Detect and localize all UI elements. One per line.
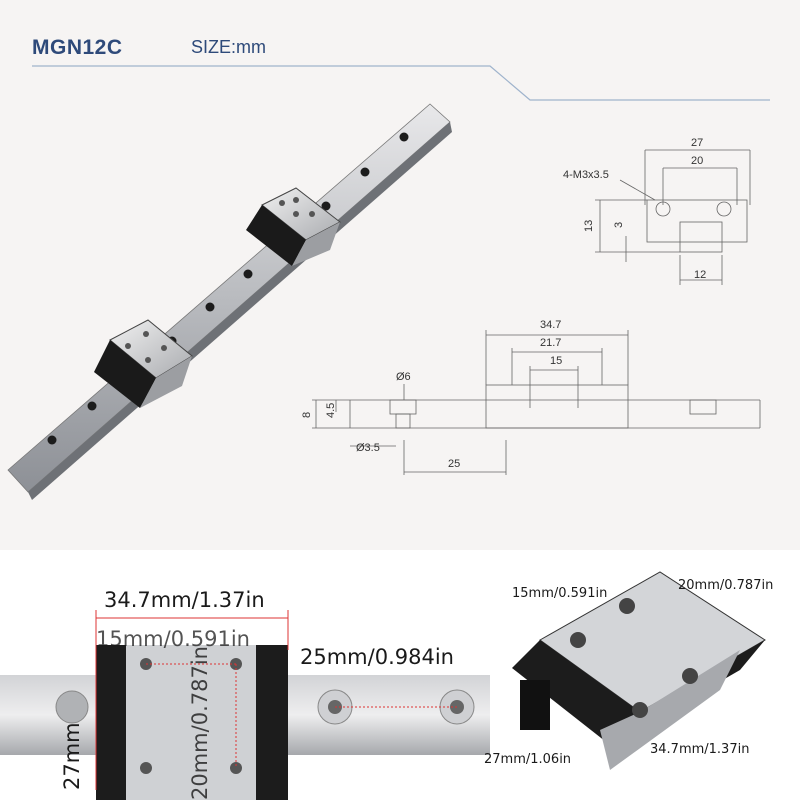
side-hole-label: 4-M3x3.5	[563, 169, 609, 181]
lower-carriage	[94, 319, 193, 408]
technical-drawing-panel	[0, 0, 800, 550]
iso-height-label: 27mm/1.06in	[484, 752, 572, 767]
photo-width-label: 20mm/0.787in	[188, 646, 212, 800]
iso-width-label: 20mm/0.787in	[678, 578, 774, 593]
model-title: MGN12C	[32, 36, 123, 59]
photo-length-label: 34.7mm/1.37in	[104, 588, 265, 612]
front-rail-pitch: 25	[448, 458, 460, 470]
header-underline	[32, 65, 770, 101]
front-hole-spacing: 15	[550, 355, 562, 367]
block-top-photo	[0, 610, 490, 800]
side-height-inner: 3	[613, 222, 625, 228]
front-block-length: 34.7	[540, 319, 561, 331]
upper-carriage	[246, 187, 341, 266]
front-height-total: 8	[301, 412, 313, 418]
block-iso-photo	[512, 571, 766, 770]
photo-height-label: 27mm	[60, 722, 84, 790]
front-height-inner: 4.5	[325, 403, 337, 418]
front-inner-length: 21.7	[540, 337, 561, 349]
rail-assembly-illustration	[7, 103, 452, 500]
side-rail-width: 12	[694, 269, 706, 281]
front-counterbore: Ø6	[396, 371, 411, 383]
iso-hole-spacing-label: 15mm/0.591in	[512, 586, 608, 601]
photo-rail-pitch-label: 25mm/0.984in	[300, 645, 454, 669]
size-unit-label: SIZE:mm	[191, 37, 266, 57]
side-height-total: 13	[583, 220, 595, 232]
side-view-drawing	[595, 149, 751, 285]
photo-hole-spacing-label: 15mm/0.591in	[96, 627, 250, 651]
front-view-drawing	[312, 330, 761, 475]
front-hole-diameter: Ø3.5	[356, 442, 380, 454]
iso-length-label: 34.7mm/1.37in	[650, 742, 750, 757]
side-hole-spacing: 20	[691, 155, 703, 167]
side-width-total: 27	[691, 137, 703, 149]
